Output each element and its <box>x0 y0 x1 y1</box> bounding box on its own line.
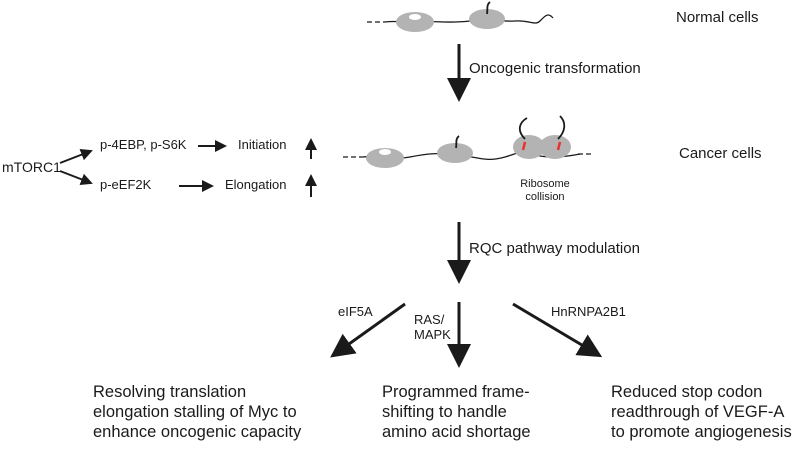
ras-label-line-2: MAPK <box>414 326 451 342</box>
ras-mapk-label: RAS/ MAPK <box>414 312 451 343</box>
outcome-left: Resolving translation elongation stallin… <box>93 383 301 442</box>
outcome-middle: Programmed frame- shifting to handle ami… <box>382 383 531 442</box>
p4ebp-ps6k-label: p-4EBP, p-S6K <box>100 137 187 152</box>
peef2k-label: p-eEF2K <box>100 177 152 192</box>
hnrnpa2b1-arrow <box>512 302 603 358</box>
normal-ribosome-1 <box>396 12 434 32</box>
outcome-right-line-1: Reduced stop codon <box>611 383 763 401</box>
normal-cells-label: Normal cells <box>676 9 759 26</box>
rqc-modulation-label: RQC pathway modulation <box>469 240 640 257</box>
mtorc1-label: mTORC1 <box>2 159 61 175</box>
ras-label-line-1: RAS/ <box>414 312 445 327</box>
collided-ribosomes <box>513 115 571 159</box>
outcome-right-line-3: to promote angiogenesis <box>611 422 792 441</box>
cancer-ribosome-1 <box>366 148 404 168</box>
mtorc1-arrows <box>59 138 317 197</box>
outcome-middle-line-3: amino acid shortage <box>382 422 531 441</box>
cancer-ribosome-2 <box>437 135 473 163</box>
outcome-middle-line-1: Programmed frame- <box>382 383 530 401</box>
ribosome-collision-line-2: collision <box>525 190 565 203</box>
eif5a-label: eIF5A <box>338 304 373 319</box>
outcome-middle-line-2: shifting to handle <box>382 402 507 421</box>
initiation-label: Initiation <box>238 137 287 152</box>
outcome-left-line-3: enhance oncogenic capacity <box>93 422 302 441</box>
outcome-left-line-1: Resolving translation <box>93 383 247 401</box>
normal-ribosome-2 <box>469 1 505 29</box>
ribosome-collision-label: Ribosome collision <box>512 178 578 203</box>
outcome-right: Reduced stop codon readthrough of VEGF-A… <box>611 383 792 442</box>
outcome-left-line-2: elongation stalling of Myc to <box>93 402 297 421</box>
oncogenic-transformation-label: Oncogenic transformation <box>469 60 641 77</box>
outcome-right-line-2: readthrough of VEGF-A <box>611 402 785 421</box>
cancer-cells-label: Cancer cells <box>679 145 762 162</box>
ribosome-collision-line-1: Ribosome <box>520 178 570 190</box>
elongation-label: Elongation <box>225 177 287 192</box>
eif5a-arrow <box>330 302 406 358</box>
hnrnpa2b1-label: HnRNPA2B1 <box>551 304 626 319</box>
normal-mrna <box>367 14 554 24</box>
